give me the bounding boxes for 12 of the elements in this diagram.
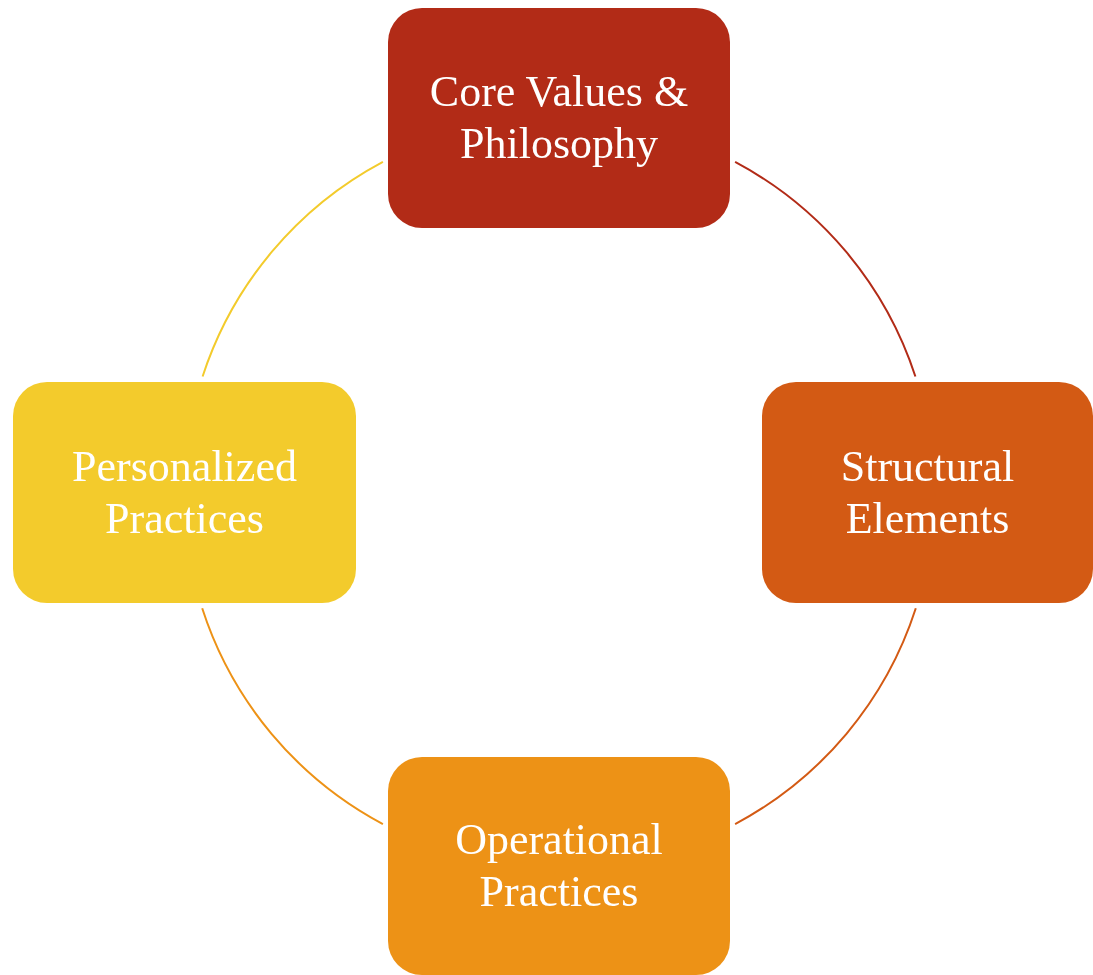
box-label: Operational Practices xyxy=(454,814,664,918)
box-label: Structural Elements xyxy=(839,440,1016,545)
connector-arc xyxy=(734,607,917,826)
rounded-box xyxy=(13,382,356,603)
rounded-box xyxy=(388,8,730,228)
connector-arc xyxy=(201,607,384,826)
rounded-box xyxy=(762,382,1093,603)
box-label: Core Values & Philosophy xyxy=(428,66,690,170)
connector-arc xyxy=(201,160,384,378)
rounded-box xyxy=(388,757,730,975)
box-label: Personalized Practices xyxy=(71,440,298,545)
connector-arc xyxy=(734,160,917,378)
